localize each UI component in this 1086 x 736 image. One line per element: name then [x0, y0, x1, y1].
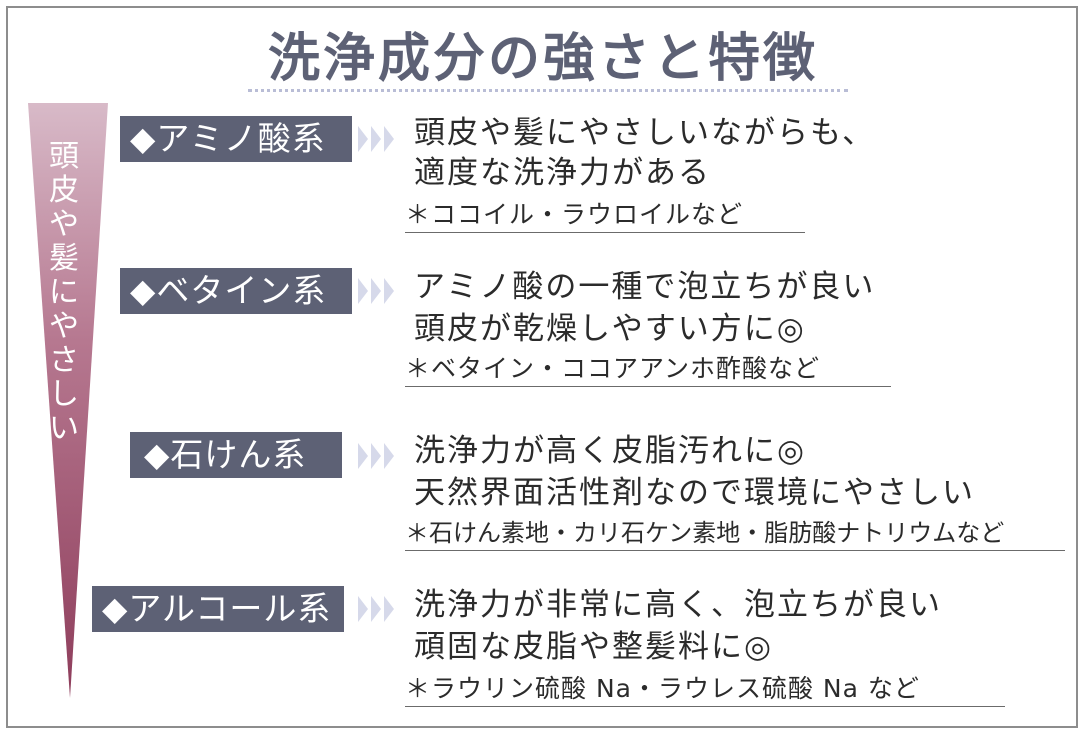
- category-label-soap: ◆石けん系: [130, 432, 342, 478]
- description-line: 適度な洗浄力がある: [414, 155, 711, 191]
- funnel-char: や: [49, 207, 79, 242]
- funnel-char: し: [49, 377, 79, 412]
- funnel-char: や: [49, 309, 79, 344]
- example-ingredients: ＊ココイル・ラウロイルなど: [405, 200, 805, 233]
- example-ingredients: ＊ベタイン・ココアアンホ酢酸など: [405, 354, 891, 387]
- description-line: 頑固な皮脂や整髪料に◎: [414, 629, 774, 665]
- chevron-arrow-icon: [358, 126, 394, 152]
- category-label-betaine: ◆ベタイン系: [120, 268, 352, 314]
- example-ingredients: ＊ラウリン硫酸 Na・ラウレス硫酸 Na など: [405, 674, 1005, 707]
- example-ingredients: ＊石けん素地・カリ石ケン素地・脂肪酸ナトリウムなど: [405, 518, 1065, 551]
- description-line: 頭皮が乾燥しやすい方に◎: [414, 311, 806, 347]
- funnel-char: 頭: [49, 139, 79, 174]
- chevron-arrow-icon: [358, 443, 394, 469]
- category-label-amino: ◆アミノ酸系: [120, 116, 352, 162]
- chevron-arrow-icon: [358, 278, 394, 304]
- funnel-label: 頭 皮 や 髪 に や さ し い: [44, 140, 84, 446]
- gentleness-funnel: [28, 103, 108, 698]
- page-title: 洗浄成分の強さと特徴: [267, 29, 818, 89]
- funnel-char: い: [49, 411, 79, 446]
- title-underline: [248, 89, 848, 92]
- description-line: 洗浄力が非常に高く、泡立ちが良い: [414, 587, 942, 623]
- funnel-char: さ: [49, 343, 79, 378]
- funnel-char: に: [49, 275, 79, 310]
- description-line: 頭皮や髪にやさしいながらも、: [414, 115, 876, 151]
- category-label-alcohol: ◆アルコール系: [92, 586, 344, 632]
- chevron-arrow-icon: [358, 596, 394, 622]
- description-line: 天然界面活性剤なので環境にやさしい: [414, 475, 975, 511]
- funnel-char: 髪: [49, 241, 79, 276]
- description-line: 洗浄力が高く皮脂汚れに◎: [414, 433, 807, 469]
- funnel-char: 皮: [49, 173, 79, 208]
- description-line: アミノ酸の一種で泡立ちが良い: [414, 269, 876, 305]
